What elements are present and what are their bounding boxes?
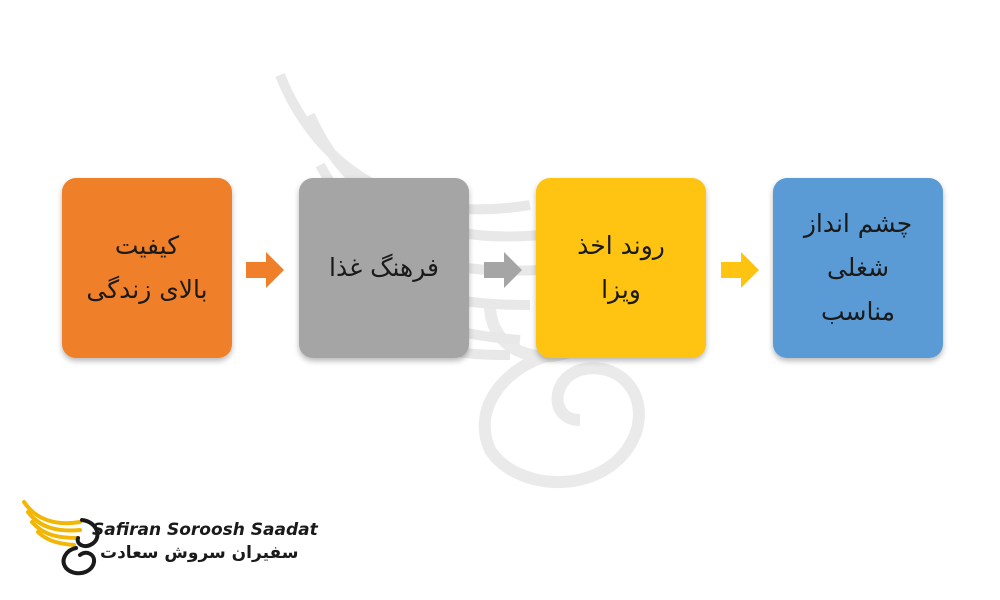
node-4-line-3: مناسب <box>820 296 896 326</box>
node-1-line-1: کیفیت <box>114 231 180 261</box>
logo-name-fa: سفیران سروش سعادت <box>100 543 299 563</box>
arrow-1-icon <box>246 252 284 288</box>
node-quality-of-life: کیفیت بالای زندگی <box>62 178 232 358</box>
arrow-2-icon <box>484 252 522 288</box>
node-4-line-2: شغلی <box>826 253 890 283</box>
node-1-line-2: بالای زندگی <box>86 275 208 304</box>
wing-logo-icon <box>22 500 100 576</box>
node-visa-process: روند اخذ ویزا <box>536 178 706 358</box>
logo-name-en: Safiran Soroosh Saadat <box>92 520 318 540</box>
node-3-line-2: ویزا <box>601 275 641 304</box>
node-job-prospects: چشم انداز شغلی مناسب <box>773 178 943 358</box>
node-food-culture: فرهنگ غذا <box>299 178 469 358</box>
company-logo: Safiran Soroosh Saadat سفیران سروش سعادت <box>18 492 318 582</box>
node-3-line-1: روند اخذ <box>577 231 665 261</box>
node-2-line-1: فرهنگ غذا <box>329 253 439 283</box>
arrow-3-icon <box>721 252 759 288</box>
node-4-line-1: چشم انداز <box>803 209 913 239</box>
